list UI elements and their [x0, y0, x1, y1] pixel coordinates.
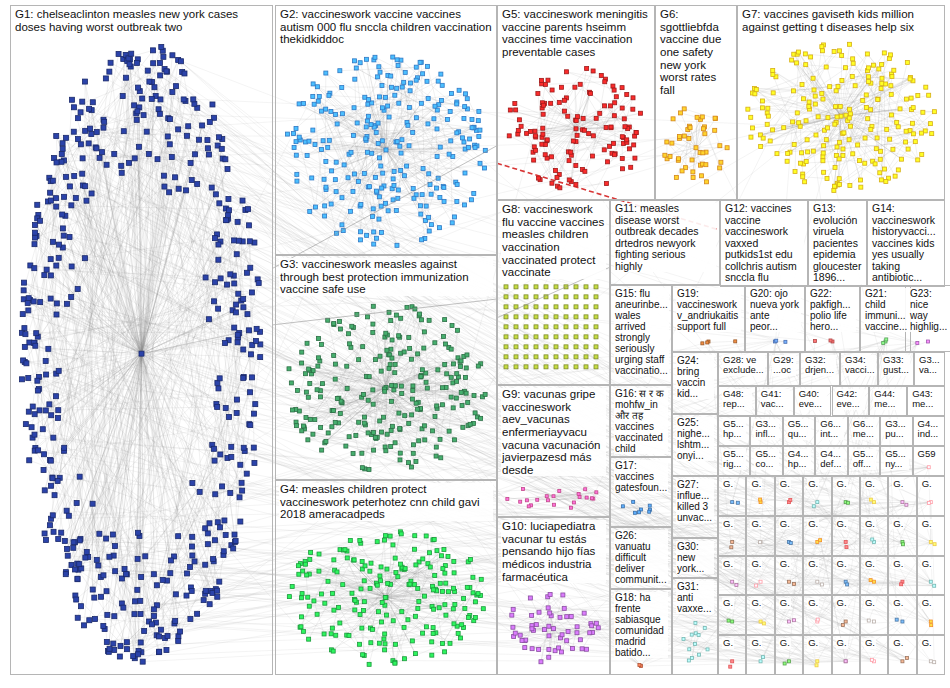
graph-canvas: G1: chelseaclinton measles new york case… — [0, 0, 950, 688]
